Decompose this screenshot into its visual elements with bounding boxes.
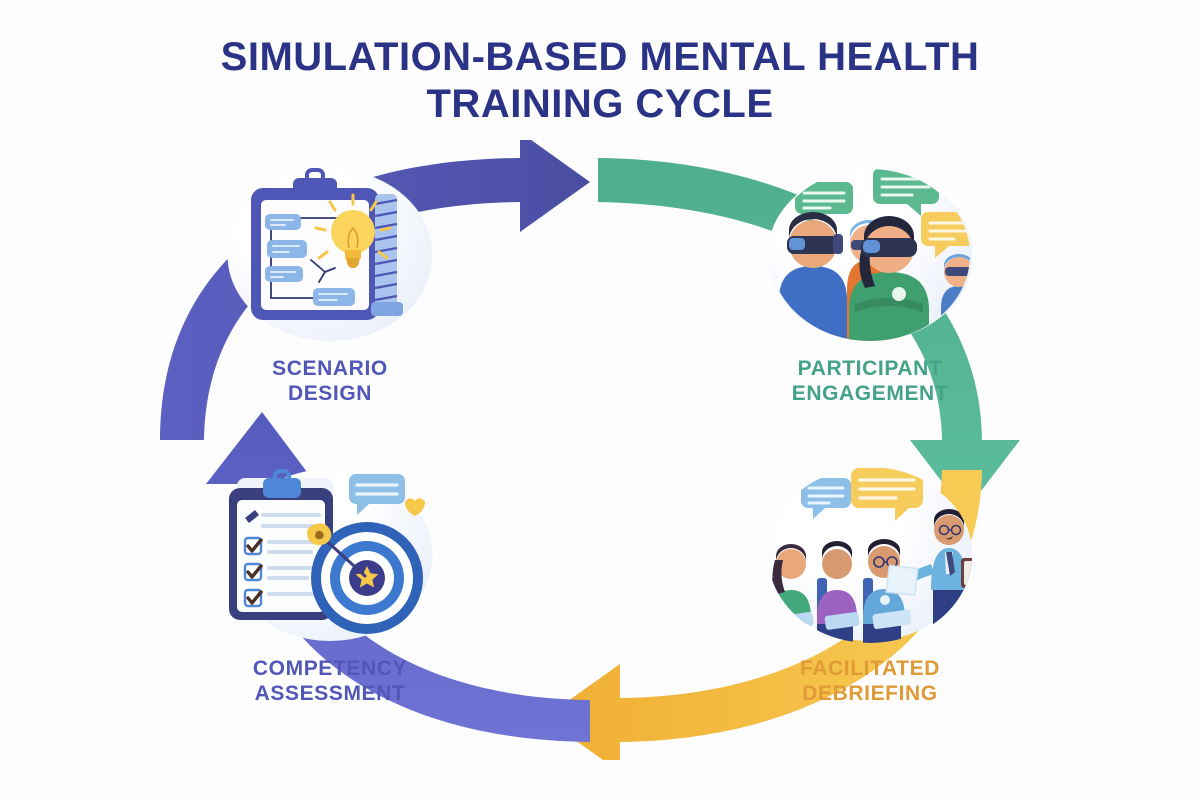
attendee-2: [817, 541, 860, 643]
group-discussion-facilitator-icon: [771, 468, 972, 643]
cycle-diagram: SCENARIO DESIGN: [120, 140, 1080, 760]
label-line-2: DESIGN: [287, 382, 373, 406]
label-line-2: DEBRIEFING: [802, 682, 938, 706]
title-line-2: TRAINING CYCLE: [426, 82, 774, 127]
attendee-1: [771, 544, 814, 643]
attendee-3: [863, 539, 912, 643]
participant-1: [779, 212, 847, 341]
clipboard-flowchart-lightbulb-icon: [251, 168, 403, 320]
speech-bubble-yellow: [851, 468, 923, 521]
label-line-1: PARTICIPANT: [797, 357, 943, 380]
label-line-2: ASSESSMENT: [254, 682, 406, 706]
target-icon: [311, 522, 423, 634]
participant-4: [941, 254, 970, 341]
checklist-target-icon: [229, 469, 425, 634]
page-title: SIMULATION-BASED MENTAL HEALTH TRAINING …: [0, 34, 1200, 128]
speech-bubble-green-2: [873, 169, 939, 216]
vr-headset-group-icon: [779, 169, 970, 341]
heart-badge-icon: [405, 498, 425, 516]
label-line-2: ENGAGEMENT: [791, 382, 949, 406]
label-line-1: SCENARIO: [272, 357, 388, 380]
label-line-1: COMPETENCY: [252, 657, 408, 680]
title-line-1: SIMULATION-BASED MENTAL HEALTH: [220, 35, 980, 79]
cycle-step-label-participant-engagement: PARTICIPANT ENGAGEMENT: [720, 356, 1020, 406]
label-line-1: FACILITATED: [800, 657, 940, 680]
cycle-step-facilitated-debriefing[interactable]: FACILITATED DEBRIEFING: [720, 460, 1020, 706]
cycle-step-participant-engagement[interactable]: PARTICIPANT ENGAGEMENT: [720, 160, 1020, 406]
cycle-step-competency-assessment[interactable]: COMPETENCY ASSESSMENT: [180, 460, 480, 706]
speech-bubble-yellow: [921, 212, 970, 258]
speech-bubble-blue: [801, 478, 851, 519]
cycle-step-label-scenario-design: SCENARIO DESIGN: [180, 356, 480, 406]
cycle-step-scenario-design[interactable]: SCENARIO DESIGN: [180, 160, 480, 406]
cycle-step-label-competency-assessment: COMPETENCY ASSESSMENT: [180, 656, 480, 706]
cycle-step-label-facilitated-debriefing: FACILITATED DEBRIEFING: [720, 656, 1020, 706]
speech-bubble-blue: [349, 474, 405, 515]
